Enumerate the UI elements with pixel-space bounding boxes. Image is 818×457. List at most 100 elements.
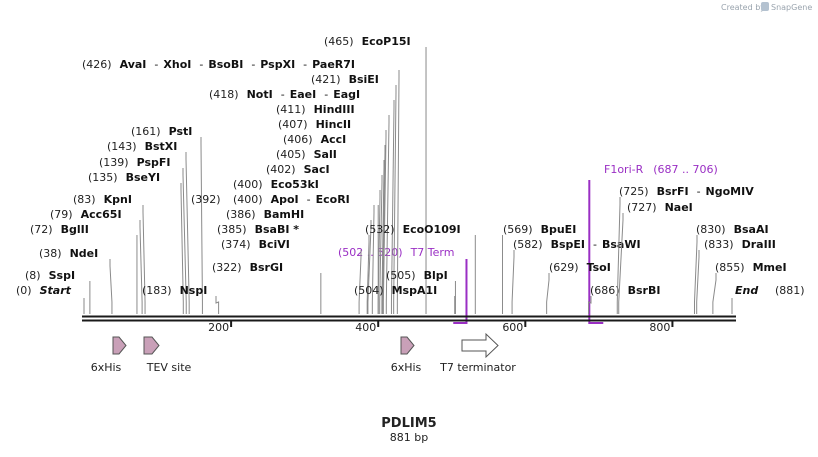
site-separator: - (593, 238, 597, 251)
site-leader-line (185, 152, 190, 314)
site-enzyme-name: XhoI (163, 58, 191, 71)
created-by-text: Created by (721, 3, 765, 12)
primer-f1ori-r: F1ori-R(687 .. 706) (588, 163, 718, 324)
site-mspa1i: (504)MspA1I (354, 284, 456, 314)
site-position: (143) (107, 140, 137, 153)
site-enzyme-name: BamHI (264, 208, 305, 221)
feature-arrow (112, 336, 127, 355)
site-psti: (161)PstI (131, 125, 203, 314)
site-position: (385) (217, 223, 247, 236)
site-position: (183) (142, 284, 172, 297)
site-bsrfi: (725)BsrFI-NgoMIV (616, 185, 755, 314)
site-position: (83) (73, 193, 96, 206)
site-leader-line (696, 250, 700, 314)
site-bstxi: (143)BstXI (107, 140, 190, 314)
site-leader-line (382, 145, 386, 314)
site-bsrgi: (322) BsrGI (212, 261, 322, 314)
site-enzyme-name: SspI (49, 269, 75, 282)
feature-label: 6xHis (391, 361, 422, 374)
site-enzyme-name: BseYI (126, 171, 160, 184)
site-separator: - (281, 88, 285, 101)
site-enzyme-name: SalI (314, 148, 337, 161)
ruler-tick-label: 600 (502, 321, 523, 334)
site-enzyme-name: BglII (61, 223, 89, 236)
site-position: (830) (696, 223, 726, 236)
site-ecoo109i: (532) EcoO109I (365, 223, 476, 314)
site-acci: (406)AccI (283, 133, 386, 314)
ruler-tick-400: 400 (355, 321, 380, 334)
site-position: (406) (283, 133, 313, 146)
site-enzyme-name: KpnI (104, 193, 132, 206)
site-enzyme-name: BsrBI (628, 284, 661, 297)
site-leader-line (693, 235, 698, 314)
site-enzyme-name: ApoI (271, 193, 299, 206)
site-leader-line (180, 183, 184, 314)
feature-arrow (400, 336, 415, 355)
site-position: (686) (590, 284, 620, 297)
site-avai: (426)AvaI-XhoI-BsoBI-PspXI-PaeR7I (82, 58, 400, 314)
site-position: (569) (503, 223, 533, 236)
site-enzyme-name: BpuEI (541, 223, 577, 236)
site-enzyme-name: PspFI (137, 156, 171, 169)
feature-arrow (461, 332, 499, 359)
site-position: (532) (365, 223, 395, 236)
site-position: (629) (549, 261, 579, 274)
site-enzyme-name: BsrFI (657, 185, 689, 198)
site-sspi: (8)SspI (25, 269, 91, 314)
site-leader-line (546, 273, 550, 314)
site-position: (426) (82, 58, 112, 71)
site-leader-line (390, 100, 395, 314)
site-leader-line (109, 259, 113, 314)
site-enzyme-name: SacI (304, 163, 330, 176)
site-ecop15i: (465)EcoP15I (324, 35, 427, 314)
site-bcivi: (374)BciVI (221, 238, 362, 314)
site-enzyme-name: BsrGI (250, 261, 283, 274)
site-noti: (418)NotI-EaeI-EagI (209, 88, 395, 314)
site-position: (139) (99, 156, 129, 169)
site-ndei: (38)NdeI (39, 247, 113, 314)
site-leader-line (142, 205, 146, 314)
site-draiii: (833)DraIII (696, 238, 776, 314)
site-position: (322) (212, 261, 242, 274)
site-bsiei: (421)BsiEI (311, 73, 397, 314)
site-naei: (727)NaeI (618, 201, 693, 314)
site-enzyme-name: MmeI (753, 261, 787, 274)
site-bamhi: (386)BamHI (226, 208, 372, 314)
site-leader-line (215, 296, 220, 314)
site-enzyme-name: TsoI (587, 261, 611, 274)
site-leader-line (366, 235, 370, 314)
brand-logo: Created by SnapGene (721, 2, 812, 12)
site-position: (881) (775, 284, 805, 297)
site-acc65i: (79)Acc65I (50, 208, 143, 314)
site-separator: - (251, 58, 255, 71)
site-position: (135) (88, 171, 118, 184)
snapgene-logo-icon (761, 2, 769, 11)
site-enzyme-name: AvaI (120, 58, 147, 71)
site-enzyme-name: End (735, 284, 758, 297)
site-position: (411) (276, 103, 306, 116)
site-separator: - (154, 58, 158, 71)
site-position: (161) (131, 125, 161, 138)
site-position: (392) (191, 193, 221, 206)
site-392: (392) (191, 193, 375, 314)
feature-tev-site: TEV site (143, 336, 192, 374)
site-position: (465) (324, 35, 354, 48)
site-enzyme-name: BspEI (551, 238, 585, 251)
site-end: (881) End (731, 284, 805, 314)
site-separator: - (303, 58, 307, 71)
map-length: 881 bp (390, 431, 428, 444)
site-leader-line (382, 130, 387, 314)
site-enzyme-name: EcoO109I (403, 223, 461, 236)
site-saci: (402)SacI (266, 163, 383, 314)
site-leader-line (616, 197, 621, 314)
primer-range: (687 .. 706) (653, 163, 718, 176)
site-enzyme-name: NgoMIV (706, 185, 755, 198)
ruler-tick-label: 800 (649, 321, 670, 334)
site-leader-line (377, 190, 381, 314)
site-leader-line (182, 168, 187, 314)
ruler-tick-200: 200 (208, 321, 233, 334)
site-bpuei: (569) BpuEI (502, 223, 577, 314)
